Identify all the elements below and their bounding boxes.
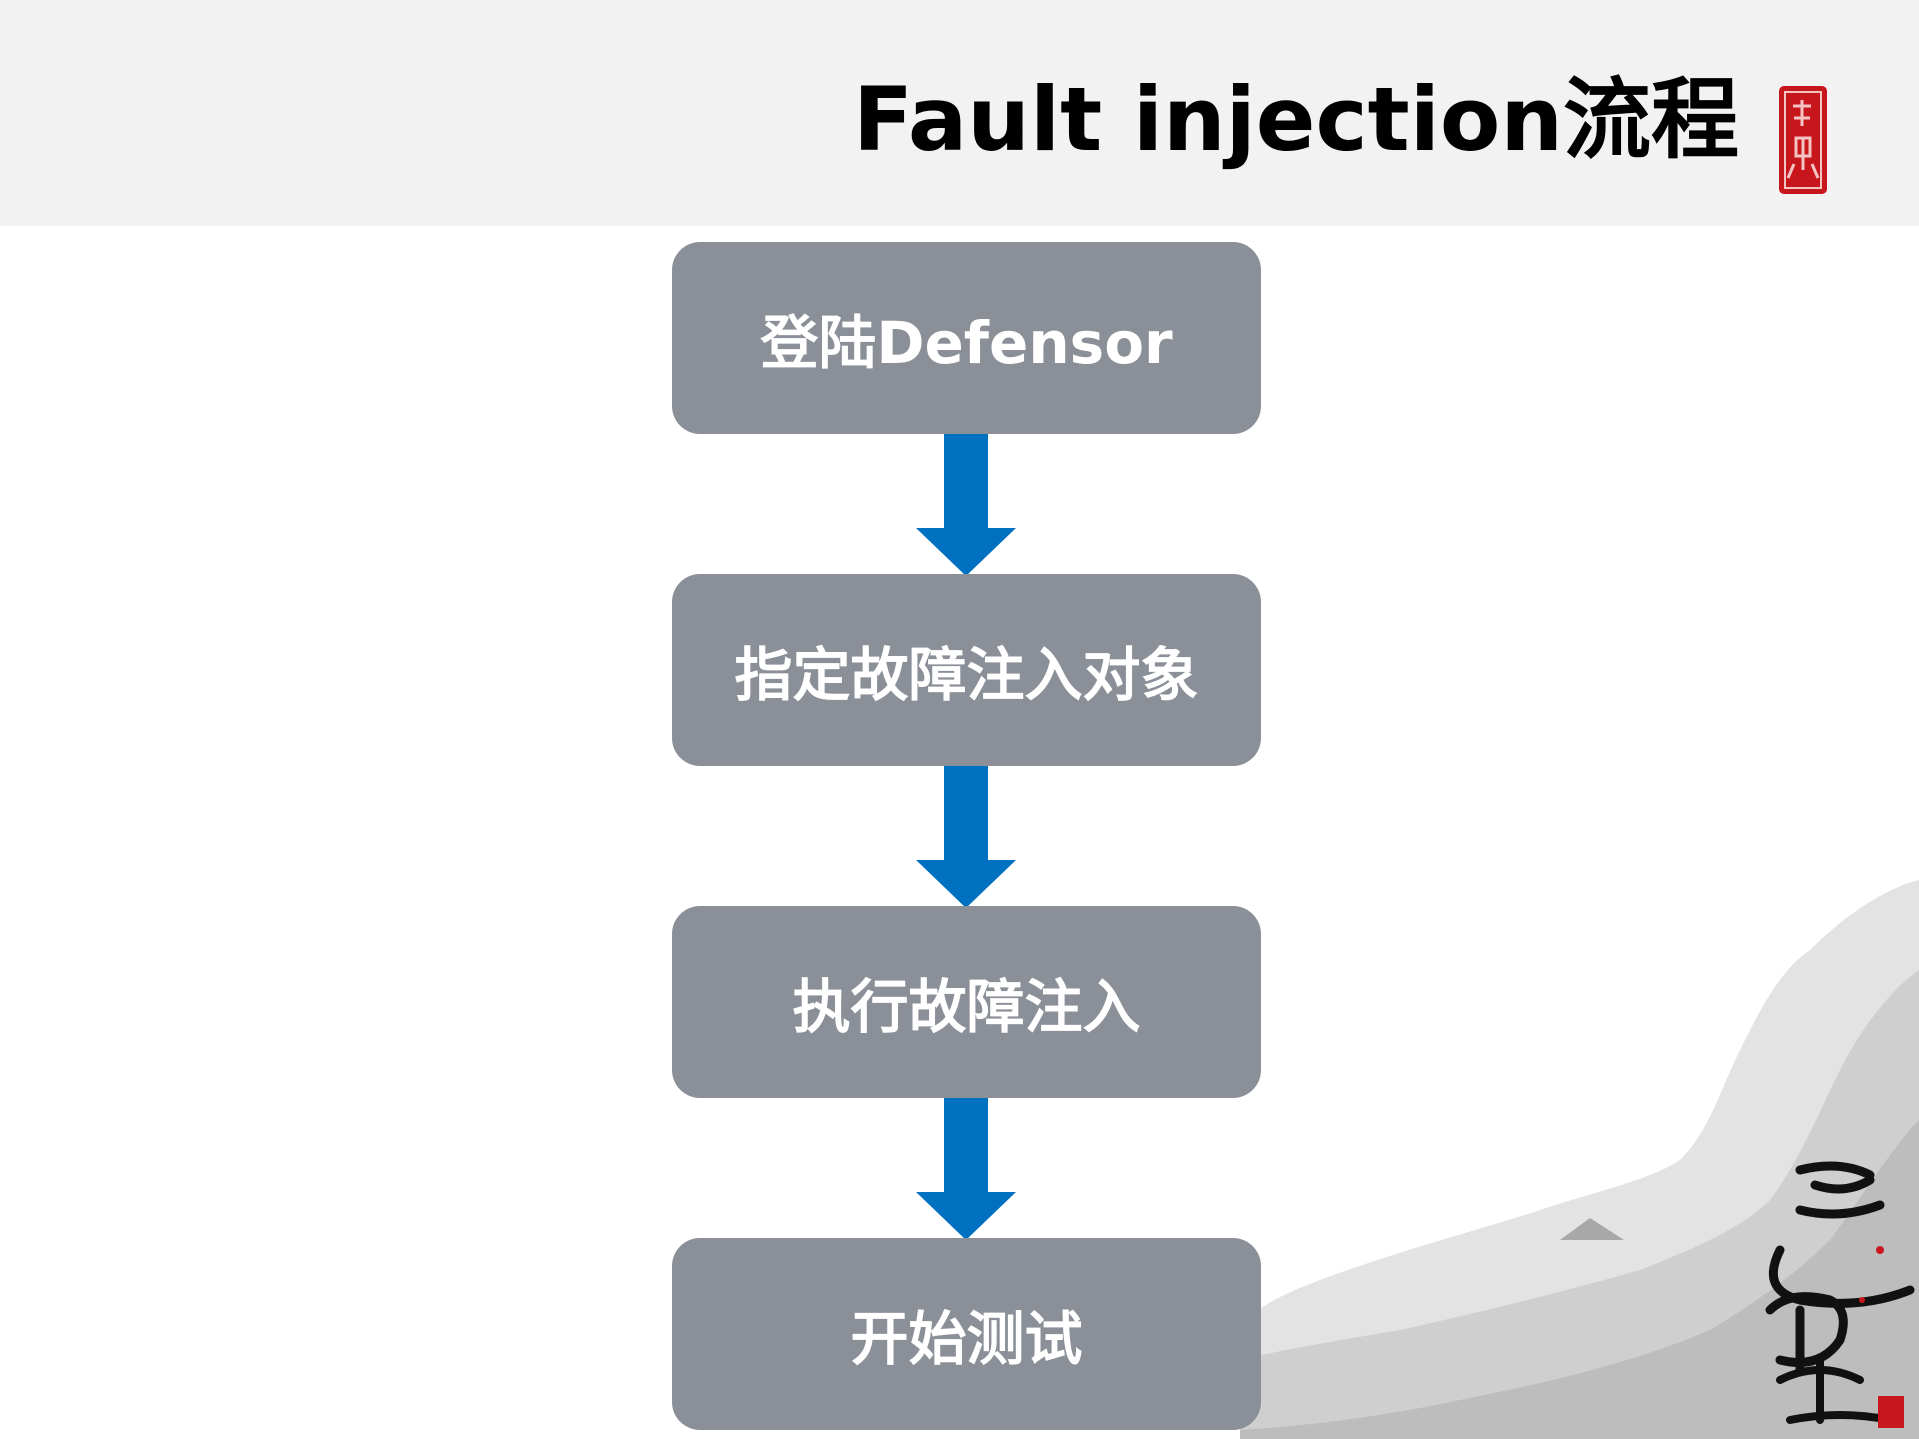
flow-arrow-down-icon <box>916 1098 1016 1240</box>
header-bar <box>0 0 1919 226</box>
flow-step-start-test: 开始测试 <box>672 1238 1261 1430</box>
red-seal-icon <box>1779 86 1827 194</box>
page-title: Fault injection流程 <box>852 68 1739 171</box>
flow-step-select-target: 指定故障注入对象 <box>672 574 1261 766</box>
flow-arrow-down-icon <box>916 434 1016 576</box>
flow-step-login: 登陆Defensor <box>672 242 1261 434</box>
flow-arrow-down-icon <box>916 766 1016 908</box>
ink-landscape-decoration <box>1240 880 1919 1439</box>
calligraphy-signature <box>1765 1161 1915 1428</box>
flow-step-execute-injection: 执行故障注入 <box>672 906 1261 1098</box>
